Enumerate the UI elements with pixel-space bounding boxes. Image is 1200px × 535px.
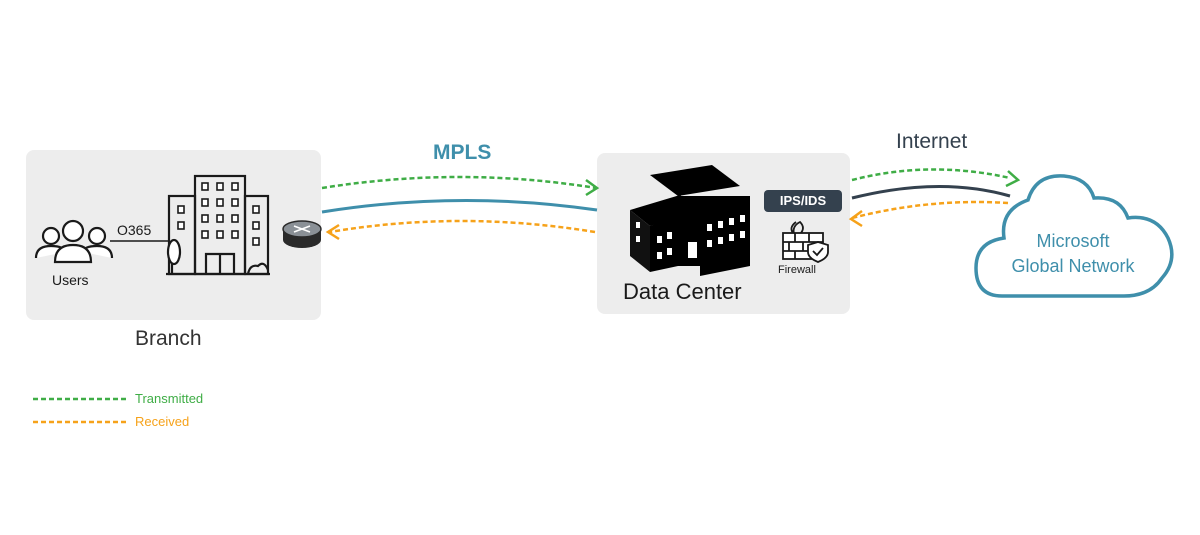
cloud-label-line2: Global Network [1011, 256, 1135, 276]
ips-ids-badge [764, 190, 842, 212]
branch-windows [177, 182, 260, 246]
branch-building-icon [166, 174, 270, 276]
internet-transmitted-arrowhead [1005, 170, 1021, 188]
users-icon [34, 219, 114, 264]
microsoft-cloud [974, 174, 1174, 298]
users-label: Users [52, 272, 89, 288]
mpls-label: MPLS [433, 141, 492, 164]
datacenter-label: Data Center [623, 279, 742, 304]
branch-label: Branch [135, 327, 202, 350]
legend-transmitted-label: Transmitted [135, 391, 204, 406]
firewall-label: Firewall [778, 264, 816, 276]
firewall-icon [782, 220, 829, 263]
o365-label: O365 [116, 222, 153, 238]
datacenter-building-icon [630, 165, 750, 276]
internet-received-line [851, 200, 1009, 220]
mpls-transmitted-line [321, 175, 597, 190]
internet-line [851, 184, 1011, 200]
internet-transmitted-line [851, 168, 1011, 182]
legend-received-label: Received [135, 414, 190, 429]
mpls-received-arrowhead [325, 223, 340, 241]
mpls-transmitted-arrowhead [585, 178, 600, 197]
router-icon [282, 220, 322, 248]
cloud-label-line1: Microsoft [1036, 231, 1110, 251]
mpls-received-line [329, 219, 596, 234]
internet-received-arrowhead [848, 209, 863, 228]
mpls-line [321, 198, 598, 214]
ips-ids-label: IPS/IDS [779, 193, 827, 208]
internet-label: Internet [896, 130, 968, 153]
